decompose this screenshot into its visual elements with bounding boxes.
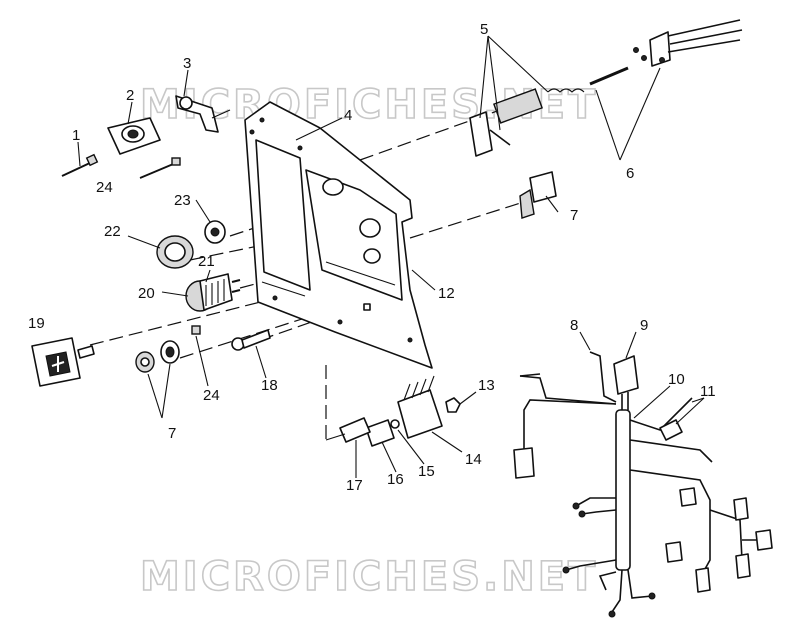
callout-9: 9	[640, 317, 648, 334]
callout-18: 18	[261, 377, 278, 394]
leader-lines	[77, 35, 705, 478]
part-5-6-choke-assembly	[469, 19, 743, 157]
callout-4: 4	[344, 107, 352, 124]
callout-3: 3	[183, 55, 191, 72]
callout-2: 2	[126, 87, 134, 104]
part-7-nuts	[135, 340, 180, 373]
callout-7-right: 7	[570, 207, 578, 224]
part-8-11-wiring-harness	[513, 351, 773, 618]
callout-21: 21	[198, 253, 215, 270]
callout-19: 19	[28, 315, 45, 332]
part-19-key	[31, 337, 95, 387]
callout-20: 20	[138, 285, 155, 302]
callout-16: 16	[387, 471, 404, 488]
callout-12: 12	[438, 285, 455, 302]
part-13-17-terminal-block	[325, 375, 461, 447]
callout-5: 5	[480, 21, 488, 38]
callout-10: 10	[668, 371, 685, 388]
callout-7-left: 7	[168, 425, 176, 442]
part-20-21-ignition-switch	[185, 273, 241, 312]
watermark-bottom: MICROFICHES.NET	[140, 554, 598, 600]
part-22-nut	[156, 235, 194, 269]
callout-24-lower: 24	[203, 387, 220, 404]
callout-13: 13	[478, 377, 495, 394]
part-1-screw	[61, 153, 99, 177]
part-24-bolt-lower	[191, 325, 201, 335]
part-3-bracket	[175, 95, 231, 133]
part-7-toggle-switch	[519, 171, 557, 219]
callout-24-upper: 24	[96, 179, 113, 196]
callout-1: 1	[72, 127, 80, 144]
part-24-bolt-upper	[139, 157, 181, 179]
callout-11: 11	[700, 383, 716, 400]
callout-22: 22	[104, 223, 121, 240]
callout-23: 23	[174, 192, 191, 209]
callout-17: 17	[346, 477, 363, 494]
callout-6: 6	[626, 165, 634, 182]
part-2-bezel	[107, 117, 161, 155]
callout-14: 14	[465, 451, 482, 468]
callout-15: 15	[418, 463, 435, 480]
part-4-dash-panel	[244, 101, 433, 369]
callout-8: 8	[570, 317, 578, 334]
callouts: 1 2 3 4 5 6 7 8 9 10 11 12 13 14 15 16 1…	[28, 21, 716, 494]
part-18-bolt	[231, 329, 271, 351]
part-23-washer	[204, 220, 226, 244]
